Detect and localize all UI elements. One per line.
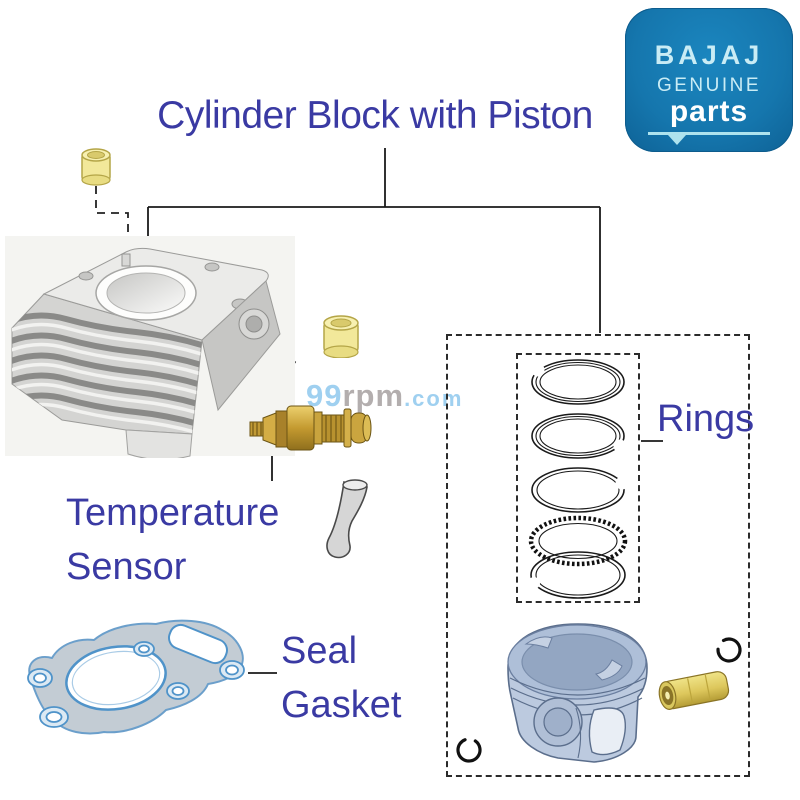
temperature-sensor-label-line2: Sensor	[66, 546, 187, 588]
logo-arrow-icon	[668, 134, 686, 145]
circlip-right-illustration	[716, 637, 742, 663]
watermark-mid: rpm	[342, 378, 405, 413]
circlip-left-illustration	[456, 737, 482, 763]
compression-ring-1	[531, 359, 625, 405]
watermark-suffix: .com	[404, 386, 464, 411]
piston-pin-illustration	[658, 671, 730, 710]
compression-ring-3	[531, 467, 629, 513]
piston-rings-illustration	[528, 359, 629, 599]
temperature-sensor-label: Temperature Sensor	[66, 486, 279, 594]
rings-label: Rings	[657, 398, 755, 440]
logo-parts-text: parts	[669, 94, 749, 128]
piston-assembly-dashed-box	[446, 334, 750, 777]
cylinder-block-illustration	[5, 236, 295, 458]
logo-genuine-text: GENUINE	[656, 74, 762, 96]
seal-gasket-label-line2: Gasket	[281, 684, 402, 726]
seal-gasket-illustration	[27, 619, 245, 735]
rubber-boot-illustration	[326, 479, 368, 559]
temperature-sensor-label-line1: Temperature	[66, 492, 280, 534]
dowel-bushing-middle-illustration	[323, 315, 359, 358]
compression-ring-2	[531, 413, 627, 459]
seal-gasket-label-line1: Seal	[281, 630, 358, 672]
logo-underline	[648, 131, 770, 145]
bajaj-logo: BAJAJ GENUINE parts	[625, 8, 793, 152]
dowel-bushing-top-illustration	[81, 148, 111, 186]
oil-ring-rail	[528, 551, 626, 599]
oil-ring	[528, 515, 628, 567]
rings-dashed-box	[516, 353, 640, 603]
temperature-sensor-illustration	[249, 405, 372, 451]
seal-gasket-label: Seal Gasket	[281, 624, 401, 732]
bajaj-brand-text: BAJAJ	[654, 39, 764, 70]
page-title: Cylinder Block with Piston	[157, 94, 593, 137]
piston-illustration	[507, 623, 648, 763]
watermark: 99rpm.com	[306, 378, 463, 414]
